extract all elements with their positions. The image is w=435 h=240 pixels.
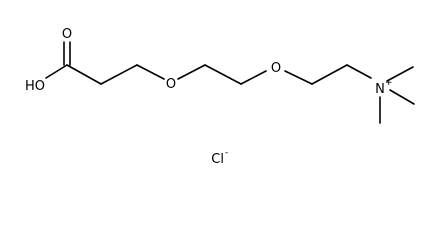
hydroxyl-label: HO: [25, 79, 45, 94]
bond-c4-c5: [204, 64, 242, 85]
bond-c2-c3: [100, 64, 138, 85]
bond-n-methyl-right: [389, 89, 415, 105]
bond-c7-n: [346, 64, 372, 79]
nitrogen-charge-label: +: [385, 78, 393, 88]
bond-c3-o1: [136, 64, 165, 80]
bond-o2-c6: [284, 70, 313, 85]
chemical-structure: O HO O O N + Cl -: [25, 27, 415, 167]
bond-n-methyl-up: [386, 66, 414, 82]
nitrogen-label: N: [375, 82, 385, 97]
chloride-charge-label: -: [225, 148, 228, 158]
bond-c5-o2: [240, 70, 267, 85]
ether-oxygen-2-label: O: [271, 61, 281, 76]
bond-c1-c2: [66, 64, 102, 85]
bond-c1-oh: [45, 64, 68, 79]
bond-c6-c7: [311, 64, 348, 85]
ether-oxygen-1-label: O: [166, 77, 176, 92]
carbonyl-oxygen-label: O: [62, 27, 72, 42]
chloride-label: Cl: [211, 152, 224, 167]
bond-o1-c4: [177, 64, 206, 80]
